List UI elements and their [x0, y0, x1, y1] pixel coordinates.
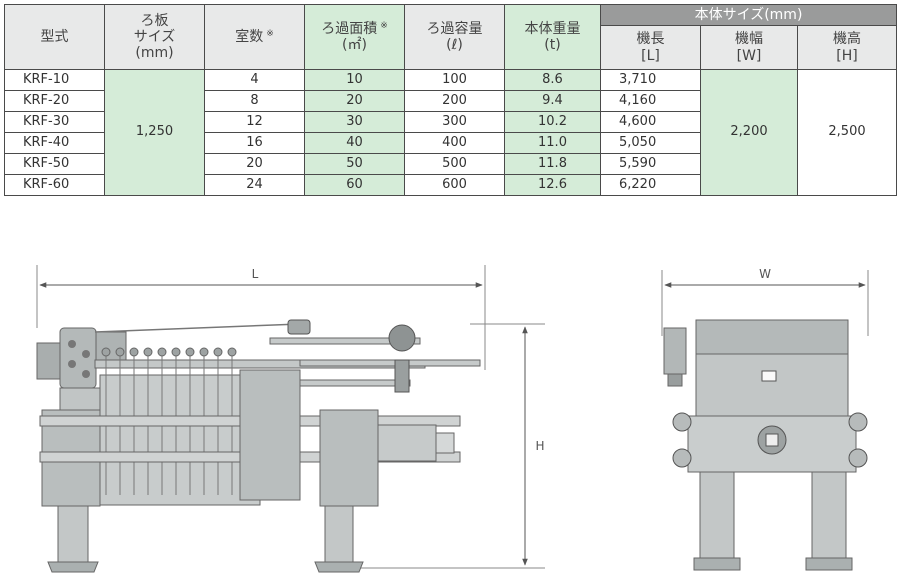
- cell-plate-size: 1,250: [104, 69, 205, 196]
- cell-width: 2,200: [700, 69, 798, 196]
- cell-length: 5,590: [600, 153, 701, 175]
- cell-model: KRF-20: [4, 90, 105, 112]
- cell-volume: 600: [404, 174, 505, 196]
- cell-volume: 500: [404, 153, 505, 175]
- cell-length: 4,600: [600, 111, 701, 133]
- table-row: KRF-50 20 50 500 11.8 5,590: [4, 153, 897, 175]
- header-plate-size: ろ板 サイズ (mm): [104, 4, 205, 70]
- side-view-drawing: L H: [36, 265, 545, 573]
- header-weight: 本体重量 (t): [504, 4, 601, 70]
- table-row: KRF-60 24 60 600 12.6 6,220: [4, 174, 897, 196]
- cell-length: 3,710: [600, 69, 701, 91]
- cell-height: 2,500: [796, 69, 898, 196]
- table-row: KRF-20 8 20 200 9.4 4,160: [4, 90, 897, 112]
- table-row: KRF-10 1,250 4 10 100 8.6 3,710 2,200 2,…: [4, 69, 898, 196]
- cell-chambers: 12: [204, 111, 305, 133]
- cell-length: 4,160: [600, 90, 701, 112]
- cell-area: 10: [304, 69, 405, 91]
- filter-plates: [99, 347, 261, 506]
- cell-model: KRF-30: [4, 111, 105, 133]
- cell-chambers: 16: [204, 132, 305, 154]
- cell-chambers: 8: [204, 90, 305, 112]
- header-chambers: 室数※: [204, 4, 305, 70]
- cell-volume: 200: [404, 90, 505, 112]
- dimension-h-label: H: [535, 439, 544, 453]
- header-width: 機幅[W]: [700, 25, 798, 70]
- header-filter-volume: ろ過容量 (ℓ): [404, 4, 505, 70]
- header-filter-area: ろ過面積※ (㎡): [304, 4, 405, 70]
- cell-area: 40: [304, 132, 405, 154]
- cell-model: KRF-10: [4, 69, 105, 91]
- cell-chambers: 20: [204, 153, 305, 175]
- cell-chambers: 24: [204, 174, 305, 196]
- dimension-w-label: W: [759, 267, 771, 281]
- cell-area: 20: [304, 90, 405, 112]
- cell-volume: 100: [404, 69, 505, 91]
- cell-area: 60: [304, 174, 405, 196]
- header-height: 機高[H]: [796, 25, 898, 70]
- dimension-l-label: L: [252, 267, 259, 281]
- cell-chambers: 4: [204, 69, 305, 91]
- cell-model: KRF-50: [4, 153, 105, 175]
- spec-table: 型式 ろ板 サイズ (mm) 室数※ ろ過面積※ (㎡) ろ過容量 (ℓ) 本体…: [4, 4, 898, 196]
- cell-model: KRF-60: [4, 174, 105, 196]
- header-length: 機長[L]: [600, 25, 701, 70]
- cell-weight: 11.8: [504, 153, 601, 175]
- cell-weight: 9.4: [504, 90, 601, 112]
- cell-length: 5,050: [600, 132, 701, 154]
- cell-weight: 11.0: [504, 132, 601, 154]
- front-view-drawing: W: [661, 267, 869, 571]
- cell-weight: 10.2: [504, 111, 601, 133]
- cell-area: 50: [304, 153, 405, 175]
- cell-model: KRF-40: [4, 132, 105, 154]
- header-model: 型式: [4, 4, 105, 70]
- machine-drawings: L H: [36, 265, 869, 573]
- cell-volume: 300: [404, 111, 505, 133]
- header-body-size: 本体サイズ(mm): [599, 4, 898, 26]
- cell-volume: 400: [404, 132, 505, 154]
- cell-length: 6,220: [600, 174, 701, 196]
- cell-weight: 12.6: [504, 174, 601, 196]
- cell-area: 30: [304, 111, 405, 133]
- cell-weight: 8.6: [504, 69, 601, 91]
- table-row: KRF-30 12 30 300 10.2 4,600: [4, 111, 897, 133]
